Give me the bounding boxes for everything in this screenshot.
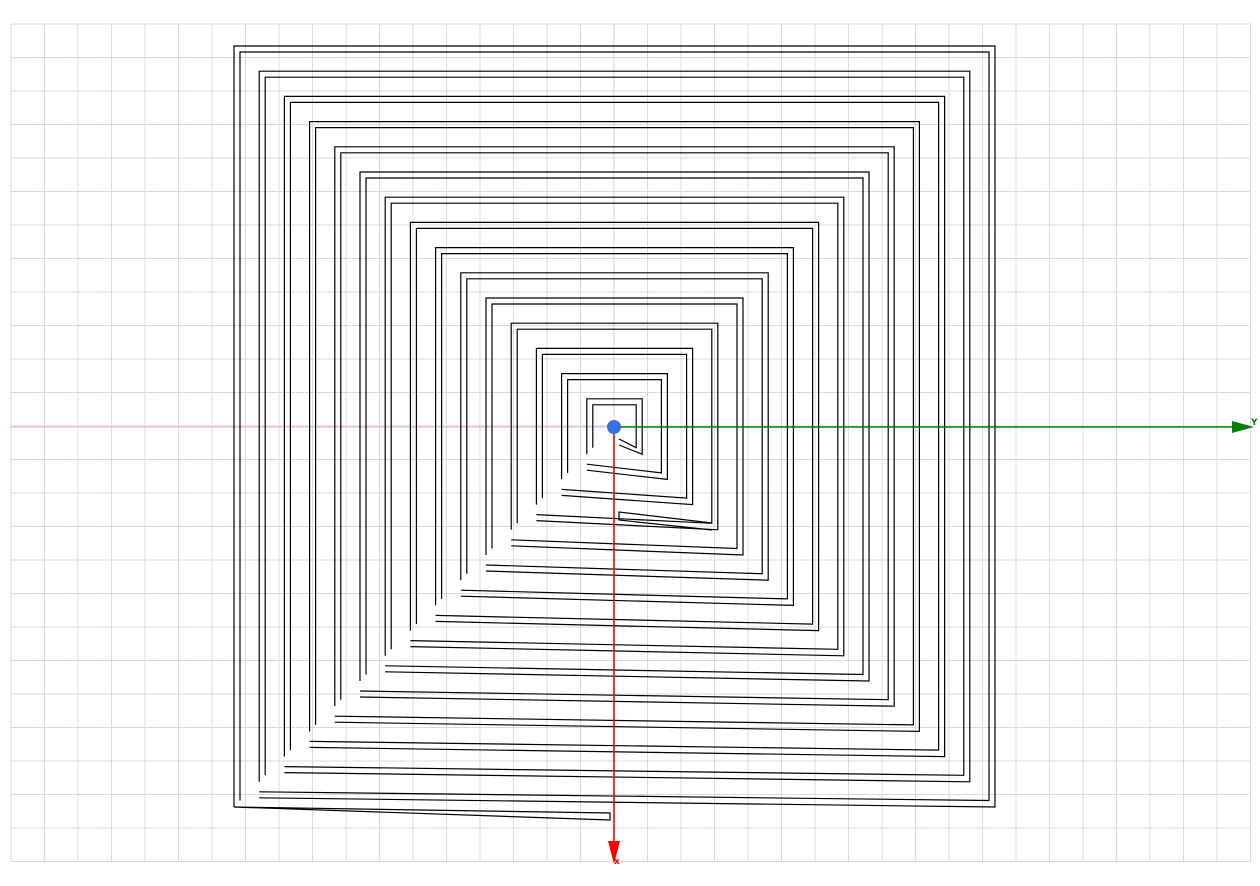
- coil-trace-outer-edge: [334, 146, 895, 707]
- coil-trace-outer-edge: [258, 70, 971, 783]
- coil-trace-inner-edge: [566, 379, 663, 474]
- reference-lines: [11, 24, 615, 428]
- coil-trace-outer-edge: [283, 95, 946, 758]
- coil-trace-outer-edge: [359, 171, 870, 682]
- square-spiral-coil[interactable]: [233, 45, 996, 821]
- coil-trace-outer-edge: [309, 120, 921, 733]
- origin-point[interactable]: [607, 420, 621, 434]
- coil-trace-inner-edge: [340, 152, 889, 701]
- coil-inner-lead-end: [618, 511, 713, 531]
- coil-trace-inner-edge: [315, 126, 915, 726]
- coil-trace-outer-edge: [510, 322, 719, 531]
- coil-trace-inner-edge: [390, 202, 839, 650]
- coil-trace-inner-edge: [441, 253, 789, 600]
- coil-trace-inner-edge: [491, 303, 738, 550]
- coil-trace-inner-edge: [541, 353, 688, 499]
- coil-trace-inner-edge: [239, 51, 990, 802]
- x-axis-label: x: [614, 857, 620, 867]
- axes: Y x: [607, 418, 1258, 867]
- coil-trace-inner-edge: [264, 76, 965, 776]
- coil-trace-inner-edge: [592, 404, 637, 449]
- coil-trace-outer-edge: [535, 347, 694, 506]
- coil-trace-inner-edge: [516, 328, 713, 524]
- coil-trace-outer-edge: [485, 297, 744, 556]
- grid: [10, 23, 1251, 862]
- coil-trace-outer-edge: [460, 272, 769, 581]
- coil-trace-inner-edge: [365, 177, 864, 676]
- y-axis-label: Y: [1250, 418, 1258, 428]
- coil-trace-outer-edge: [409, 221, 820, 632]
- coil-trace-inner-edge: [415, 227, 814, 625]
- coil-lead-end: [233, 806, 611, 821]
- coil-trace-outer-edge: [560, 373, 669, 481]
- coil-trace-outer-edge: [435, 247, 795, 607]
- x-axis-arrowhead: [608, 841, 620, 864]
- coil-trace-inner-edge: [289, 101, 940, 751]
- coil-trace-outer-edge: [233, 45, 996, 808]
- coil-trace-inner-edge: [466, 278, 763, 575]
- coil-trace-outer-edge: [384, 196, 845, 657]
- y-axis-arrowhead: [1232, 421, 1254, 433]
- coil-trace-outer-edge: [586, 398, 643, 456]
